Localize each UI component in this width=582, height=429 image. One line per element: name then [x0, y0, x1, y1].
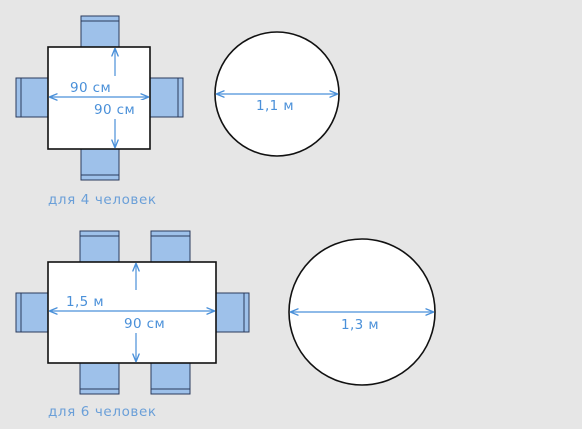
round-table-small-group: 1,1 м: [214, 31, 340, 157]
square-table: [47, 46, 151, 150]
chair-top: [80, 15, 120, 48]
chair-top-right: [150, 230, 191, 264]
chair-side-left: [15, 292, 50, 333]
rect-table-group: 1,5 м 90 см для 6 человек: [15, 230, 250, 420]
round-large-diameter-label: 1,3 м: [341, 317, 379, 333]
chair-bottom-left: [79, 361, 120, 395]
rect-width-label: 90 см: [124, 316, 165, 332]
chair-top-left: [79, 230, 120, 264]
rect-length-label: 1,5 м: [66, 294, 104, 310]
chair-bottom: [80, 148, 120, 181]
caption-6-people: для 6 человек: [48, 404, 157, 420]
square-table-group: 90 см 90 см для 4 человек: [15, 15, 184, 208]
chair-side-right: [215, 292, 250, 333]
chair-right: [149, 77, 184, 118]
round-small-diameter-label: 1,1 м: [256, 98, 294, 114]
chair-bottom-right: [150, 361, 191, 395]
square-width-label: 90 см: [70, 80, 111, 96]
square-depth-label: 90 см: [94, 102, 135, 118]
rect-table: [47, 261, 217, 364]
chair-left: [15, 77, 50, 118]
round-table-large-group: 1,3 м: [288, 238, 436, 386]
caption-4-people: для 4 человек: [48, 192, 157, 208]
